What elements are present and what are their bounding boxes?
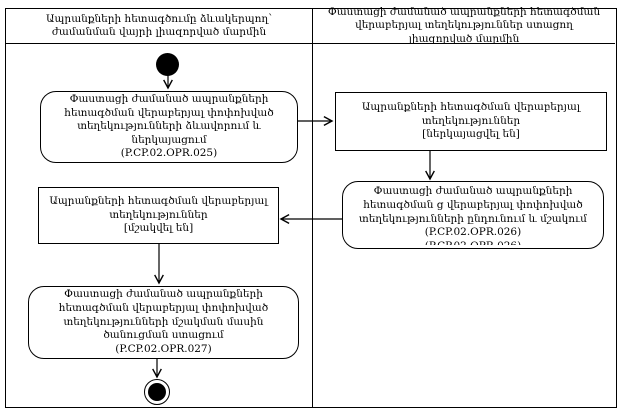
object-processed-state: [մշակվել են] [123,222,194,235]
action-opr025-text: Փաստացի ժամանած ապրանքների հետագծման վեր… [64,92,274,146]
lane-header-right: Փաստացի ժամանած ապրանքների հետագծման վեր… [313,6,615,45]
initial-node [156,53,179,76]
object-node-submitted: Ապրանքների հետագծման վերաբերյալ տեղեկութ… [335,92,607,151]
lane-header-right-label: Փաստացի ժամանած ապրանքների հետագծման վեր… [327,6,601,45]
object-node-processed: Ապրանքների հետագծման վերաբերյալ տեղեկութ… [38,187,279,244]
final-node-core [148,383,166,401]
object-submitted-state: [ներկայացվել են] [422,128,520,141]
object-submitted-text: Ապրանքների հետագծման վերաբերյալ տեղեկութ… [361,101,581,127]
action-opr026-code: (P.CP.02.OPR.026) [424,226,522,239]
action-node-opr027: Փաստացի ժամանած ապրանքների հետագծման վեր… [28,286,299,359]
action-opr026-struck-code: (P.CP.02.OPR.026) [425,240,521,245]
action-opr027-text: Փաստացի ժամանած ապրանքների հետագծման վեր… [58,288,269,342]
lane-divider [311,44,313,407]
lane-header-left: Ապրանքների հետագծումը ձևակերպող՝ ժամանմա… [6,9,313,44]
action-node-opr025: Փաստացի ժամանած ապրանքների հետագծման վեր… [40,91,298,163]
object-processed-text: Ապրանքների հետագծման վերաբերյալ տեղեկութ… [49,195,268,221]
action-node-opr026: Փաստացի ժամանած ապրանքների հետագծման ց վ… [342,181,604,249]
action-opr025-code: (P.CP.02.OPR.025) [120,147,218,160]
action-opr026-text: Փաստացի ժամանած ապրանքների հետագծման ց վ… [359,185,587,225]
action-opr027-code: (P.CP.02.OPR.027) [115,342,212,355]
diagram-frame: Ապրանքների հետագծումը ձևակերպող՝ ժամանմա… [5,6,617,408]
final-node [144,379,170,405]
lane-header-left-label: Ապրանքների հետագծումը ձևակերպող՝ ժամանմա… [46,12,272,38]
